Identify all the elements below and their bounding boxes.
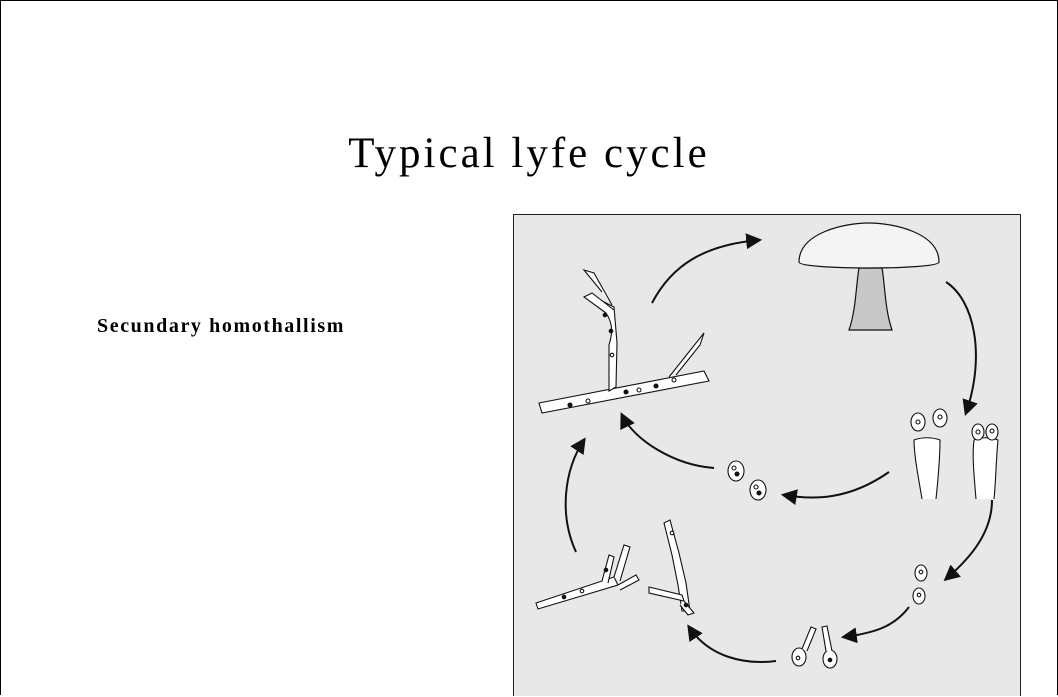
subtitle: Secundary homothallism: [97, 315, 346, 337]
slide-title: Typical lyfe cycle: [348, 130, 710, 177]
mycelium-main: [538, 268, 710, 414]
mushroom: [798, 222, 940, 331]
young-mycelium: [648, 519, 695, 616]
life-cycle-diagram: [513, 214, 1021, 696]
spores-right: [912, 564, 928, 605]
life-cycle-illustration: [535, 222, 999, 669]
cycle-arrows: [564, 233, 993, 663]
spores-center: [727, 460, 767, 501]
germinating-spores: [791, 625, 838, 669]
basidia: [910, 408, 999, 500]
mycelium-bottom-left: [535, 544, 640, 610]
